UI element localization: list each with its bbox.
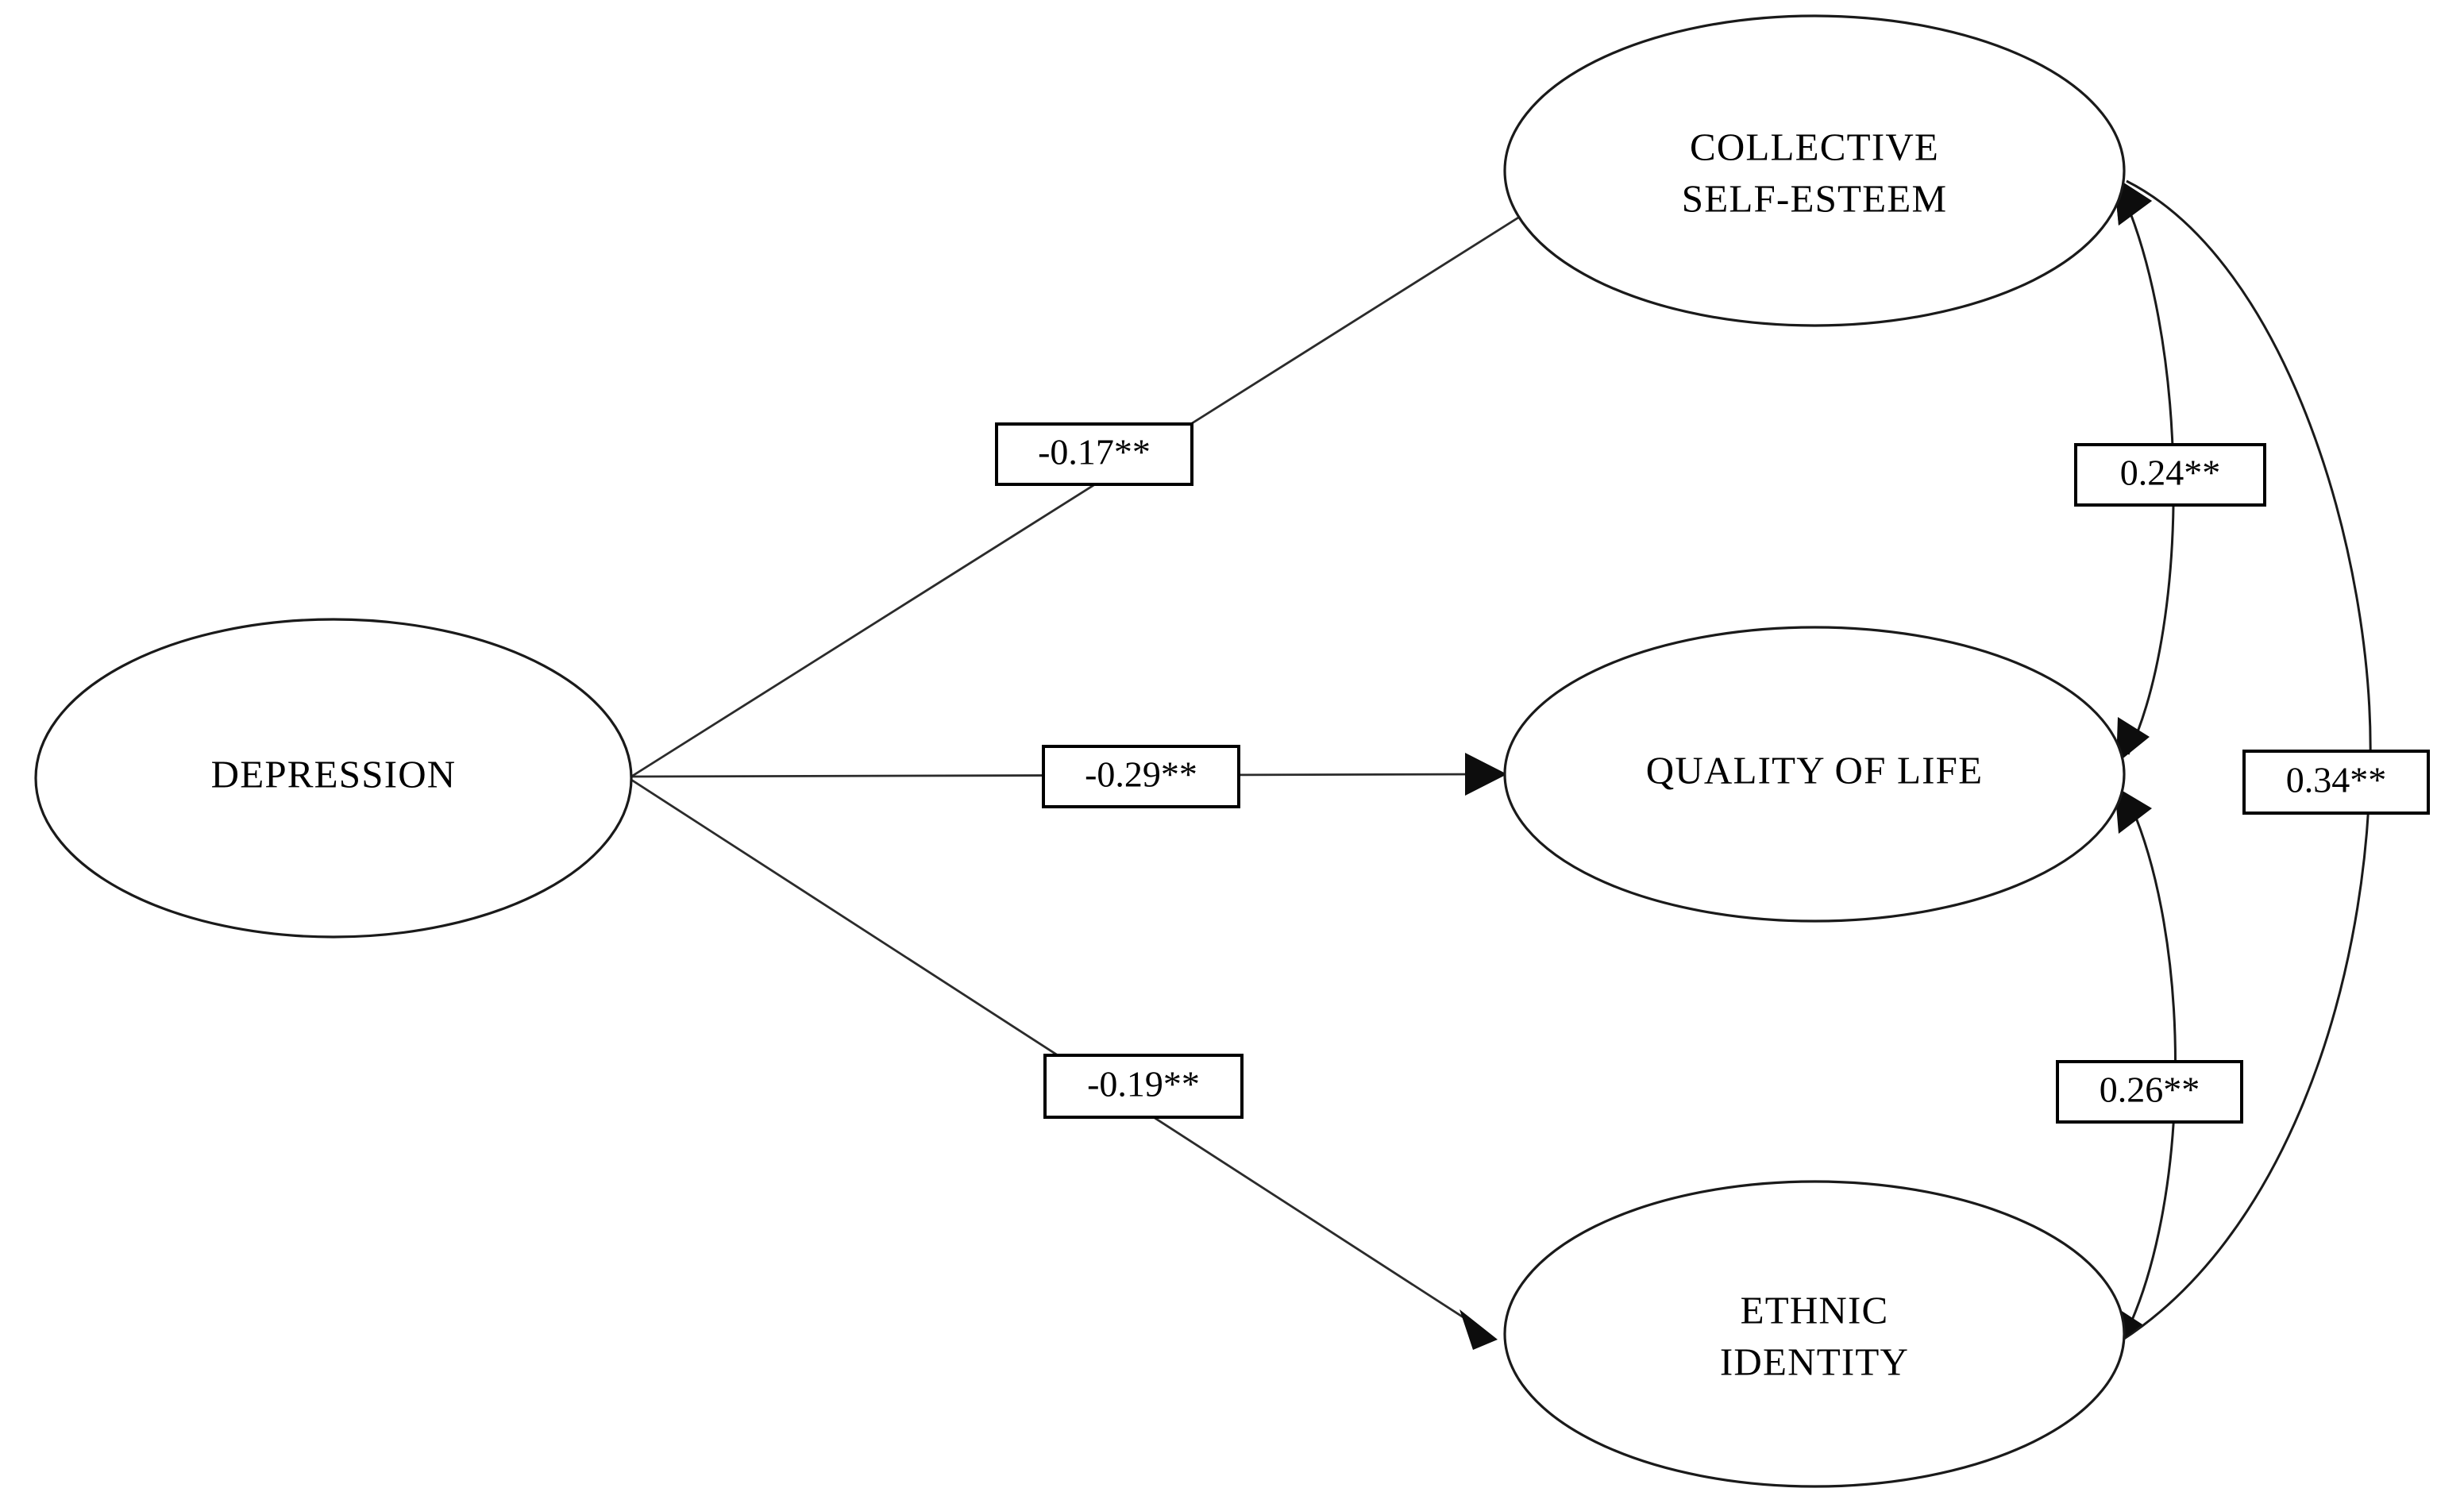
coefficient-label-depression-ei[interactable]: -0.19** (1043, 1054, 1244, 1119)
node-depression[interactable]: DEPRESSION (34, 618, 633, 939)
collective-self-esteem-label-line2: SELF-ESTEEM (1682, 176, 1947, 220)
coefficient-label-depression-cse[interactable]: -0.17** (995, 422, 1193, 486)
ethnic-identity-label-line2: IDENTITY (1720, 1340, 1909, 1383)
coef-box-024 (2074, 443, 2266, 507)
arrowhead-dep-ei (1460, 1309, 1498, 1350)
coef-box-029 (1042, 745, 1240, 808)
coef-box-017 (995, 422, 1193, 486)
coefficient-label-qol-ei[interactable]: 0.26** (2056, 1060, 2243, 1124)
quality-of-life-label: QUALITY OF LIFE (1646, 748, 1983, 792)
coef-box-019 (1043, 1054, 1244, 1119)
coefficient-label-depression-qol[interactable]: -0.29** (1042, 745, 1240, 808)
coef-box-034 (2242, 750, 2430, 815)
coef-text-034: 0.34** (2286, 760, 2387, 800)
coef-text-017: -0.17** (1038, 432, 1151, 472)
node-quality-of-life[interactable]: QUALITY OF LIFE (1503, 626, 2126, 923)
ethnic-identity-label-line1: ETHNIC (1741, 1288, 1889, 1332)
arrowhead-dep-qol (1465, 753, 1507, 796)
node-collective-self-esteem[interactable]: COLLECTIVE SELF-ESTEEM (1503, 14, 2126, 327)
coef-box-026 (2056, 1060, 2243, 1124)
edge-line-dep-cse (630, 195, 1553, 778)
coef-text-026: 0.26** (2100, 1070, 2200, 1110)
coef-text-019: -0.19** (1087, 1064, 1200, 1105)
collective-self-esteem-ellipse (1503, 14, 2126, 327)
coef-text-024: 0.24** (2120, 453, 2221, 493)
coef-text-029: -0.29** (1085, 754, 1197, 795)
arrowhead-qol-ei-top (2115, 786, 2152, 834)
depression-label: DEPRESSION (211, 752, 457, 796)
ethnic-identity-ellipse (1503, 1180, 2126, 1488)
depression-ellipse (34, 618, 633, 939)
coefficient-label-cse-ei[interactable]: 0.34** (2242, 750, 2430, 815)
quality-of-life-ellipse (1503, 626, 2126, 923)
coefficient-label-cse-qol[interactable]: 0.24** (2074, 443, 2266, 507)
node-ethnic-identity[interactable]: ETHNIC IDENTITY (1503, 1180, 2126, 1488)
arrowhead-cse-qol-bottom (2116, 717, 2150, 764)
collective-self-esteem-label-line1: COLLECTIVE (1690, 125, 1939, 168)
